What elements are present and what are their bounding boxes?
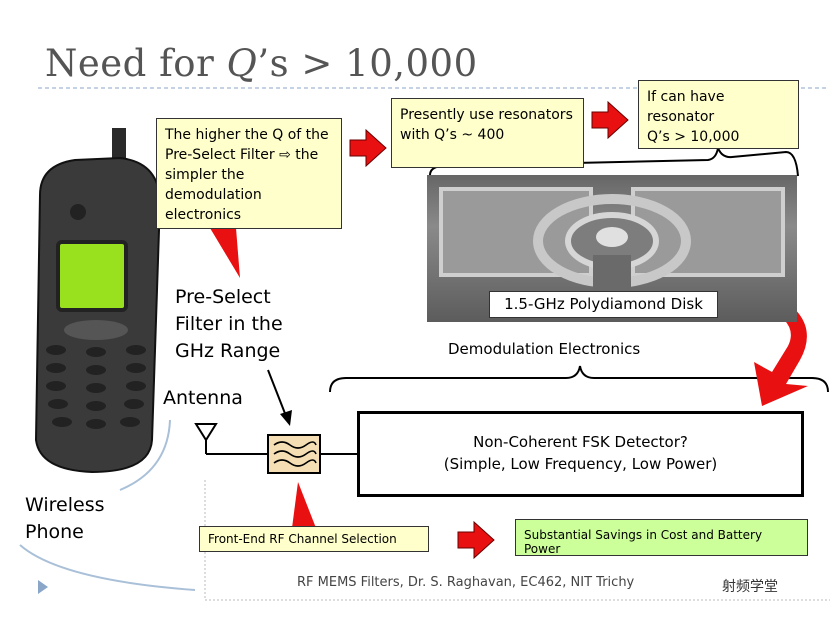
- demod-brace: [329, 365, 829, 393]
- ifcan-line-1: If can have resonator: [647, 89, 725, 125]
- disk-caption: 1.5-GHz Polydiamond Disk: [489, 291, 718, 318]
- higher-q-line-1: The higher the Q of the: [165, 127, 329, 143]
- footer-bullet-icon: [38, 580, 48, 594]
- antenna-icon: [194, 423, 218, 454]
- disk-photo-graphic: [439, 187, 785, 295]
- watermark: 射频学堂: [722, 579, 778, 595]
- red-arrow-3: [457, 520, 495, 560]
- higher-q-tail: [210, 228, 240, 278]
- phone-icon: [34, 128, 162, 474]
- higher-q-line-3: simpler the: [165, 167, 245, 183]
- preselect-line-2: Filter in the: [175, 313, 283, 335]
- preselect-line-3: GHz Range: [175, 340, 281, 362]
- preselect-label: Pre-Select Filter in the GHz Range: [175, 284, 283, 365]
- higher-q-callout: The higher the Q of the Pre-Select Filte…: [156, 118, 342, 229]
- preselect-arrow: [267, 369, 287, 417]
- higher-q-line-4: demodulation electronics: [165, 187, 262, 223]
- red-arrow-2: [591, 100, 629, 140]
- phone-line-2: Phone: [25, 521, 84, 543]
- filter-icon: [267, 434, 321, 474]
- ifcan-callout: If can have resonator Q’s > 10,000: [638, 80, 799, 149]
- front-end-tail: [292, 482, 316, 528]
- red-arrow-1: [349, 128, 387, 168]
- fsk-line-1: Non-Coherent FSK Detector?: [473, 433, 688, 451]
- slide-title: Need for Q’s > 10,000: [45, 42, 478, 85]
- phone-link-curve: [119, 419, 171, 491]
- demod-label: Demodulation Electronics: [448, 340, 641, 358]
- preselect-line-1: Pre-Select: [175, 286, 271, 308]
- phone-link-curve-2: [19, 544, 196, 591]
- ifcan-line-2: Q’s > 10,000: [647, 129, 740, 145]
- fsk-detector-box: Non-Coherent FSK Detector? (Simple, Low …: [357, 411, 804, 497]
- fsk-line-2: (Simple, Low Frequency, Low Power): [443, 455, 718, 473]
- phone-label: Wireless Phone: [25, 492, 105, 546]
- savings-callout: Substantial Savings in Cost and Battery …: [515, 519, 808, 556]
- presently-callout: Presently use resonators with Q’s ~ 400: [391, 98, 584, 168]
- phone-line-1: Wireless: [25, 494, 105, 516]
- antenna-label: Antenna: [163, 387, 243, 409]
- red-curved-arrow: [754, 294, 808, 406]
- disk-photo: [427, 175, 797, 322]
- presently-line-2: with Q’s ~ 400: [400, 127, 505, 143]
- front-end-callout: Front-End RF Channel Selection: [199, 526, 429, 552]
- footer-credit: RF MEMS Filters, Dr. S. Raghavan, EC462,…: [297, 575, 635, 590]
- title-q: Q: [226, 42, 258, 85]
- presently-line-1: Presently use resonators: [400, 107, 573, 123]
- higher-q-line-2: Pre-Select Filter ⇨ the: [165, 147, 319, 163]
